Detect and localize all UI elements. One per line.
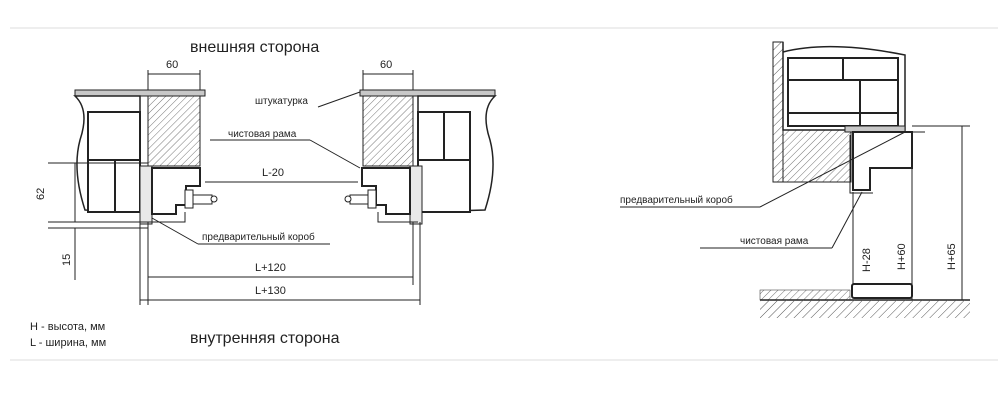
label-pre-box: предварительный короб	[151, 217, 330, 245]
svg-text:предварительный короб: предварительный короб	[202, 231, 315, 243]
svg-text:60: 60	[380, 59, 392, 71]
left-frame	[148, 167, 218, 223]
label-finish-frame-right: чистовая рама	[700, 191, 863, 249]
right-frame	[344, 167, 418, 223]
legend-width: L - ширина, мм	[30, 337, 106, 349]
left-wall	[73, 89, 206, 225]
section-wall	[772, 41, 906, 183]
label-plaster: штукатурка	[255, 91, 361, 108]
section-floor	[759, 283, 970, 318]
label-pre-box-right: предварительный короб	[620, 131, 906, 208]
dim-h-plus-60: H+60	[896, 131, 925, 300]
svg-text:15: 15	[61, 254, 73, 266]
inside-title: внутренняя сторона	[190, 330, 340, 347]
dim-60-left: 60	[147, 59, 201, 95]
dim-l-plus-120: L+120	[147, 222, 414, 305]
svg-text:62: 62	[35, 188, 47, 200]
dim-62: 62	[35, 162, 148, 223]
legend-height: H - высота, мм	[30, 321, 105, 333]
dim-l-plus-130: L+130	[139, 222, 421, 305]
svg-text:L+120: L+120	[255, 262, 286, 274]
svg-text:60: 60	[166, 59, 178, 71]
dim-opening: L-20	[205, 167, 358, 183]
svg-text:H+65: H+65	[946, 243, 958, 270]
svg-text:штукатурка: штукатурка	[255, 96, 308, 107]
label-finish-frame: чистовая рама	[210, 129, 361, 169]
svg-text:H+60: H+60	[896, 243, 908, 270]
svg-text:L-20: L-20	[262, 167, 284, 179]
right-wall	[359, 89, 497, 225]
outside-title: внешняя сторона	[190, 39, 319, 56]
dim-h-plus-65: H+65	[912, 125, 970, 300]
svg-text:L+130: L+130	[255, 285, 286, 297]
svg-text:H-28: H-28	[861, 248, 873, 272]
dim-h-minus-28: H-28	[852, 192, 873, 284]
section-frame	[849, 131, 913, 194]
dim-15: 15	[48, 227, 148, 280]
svg-text:чистовая рама: чистовая рама	[740, 236, 809, 247]
svg-text:предварительный короб: предварительный короб	[620, 194, 733, 206]
svg-text:чистовая рама: чистовая рама	[228, 129, 297, 140]
